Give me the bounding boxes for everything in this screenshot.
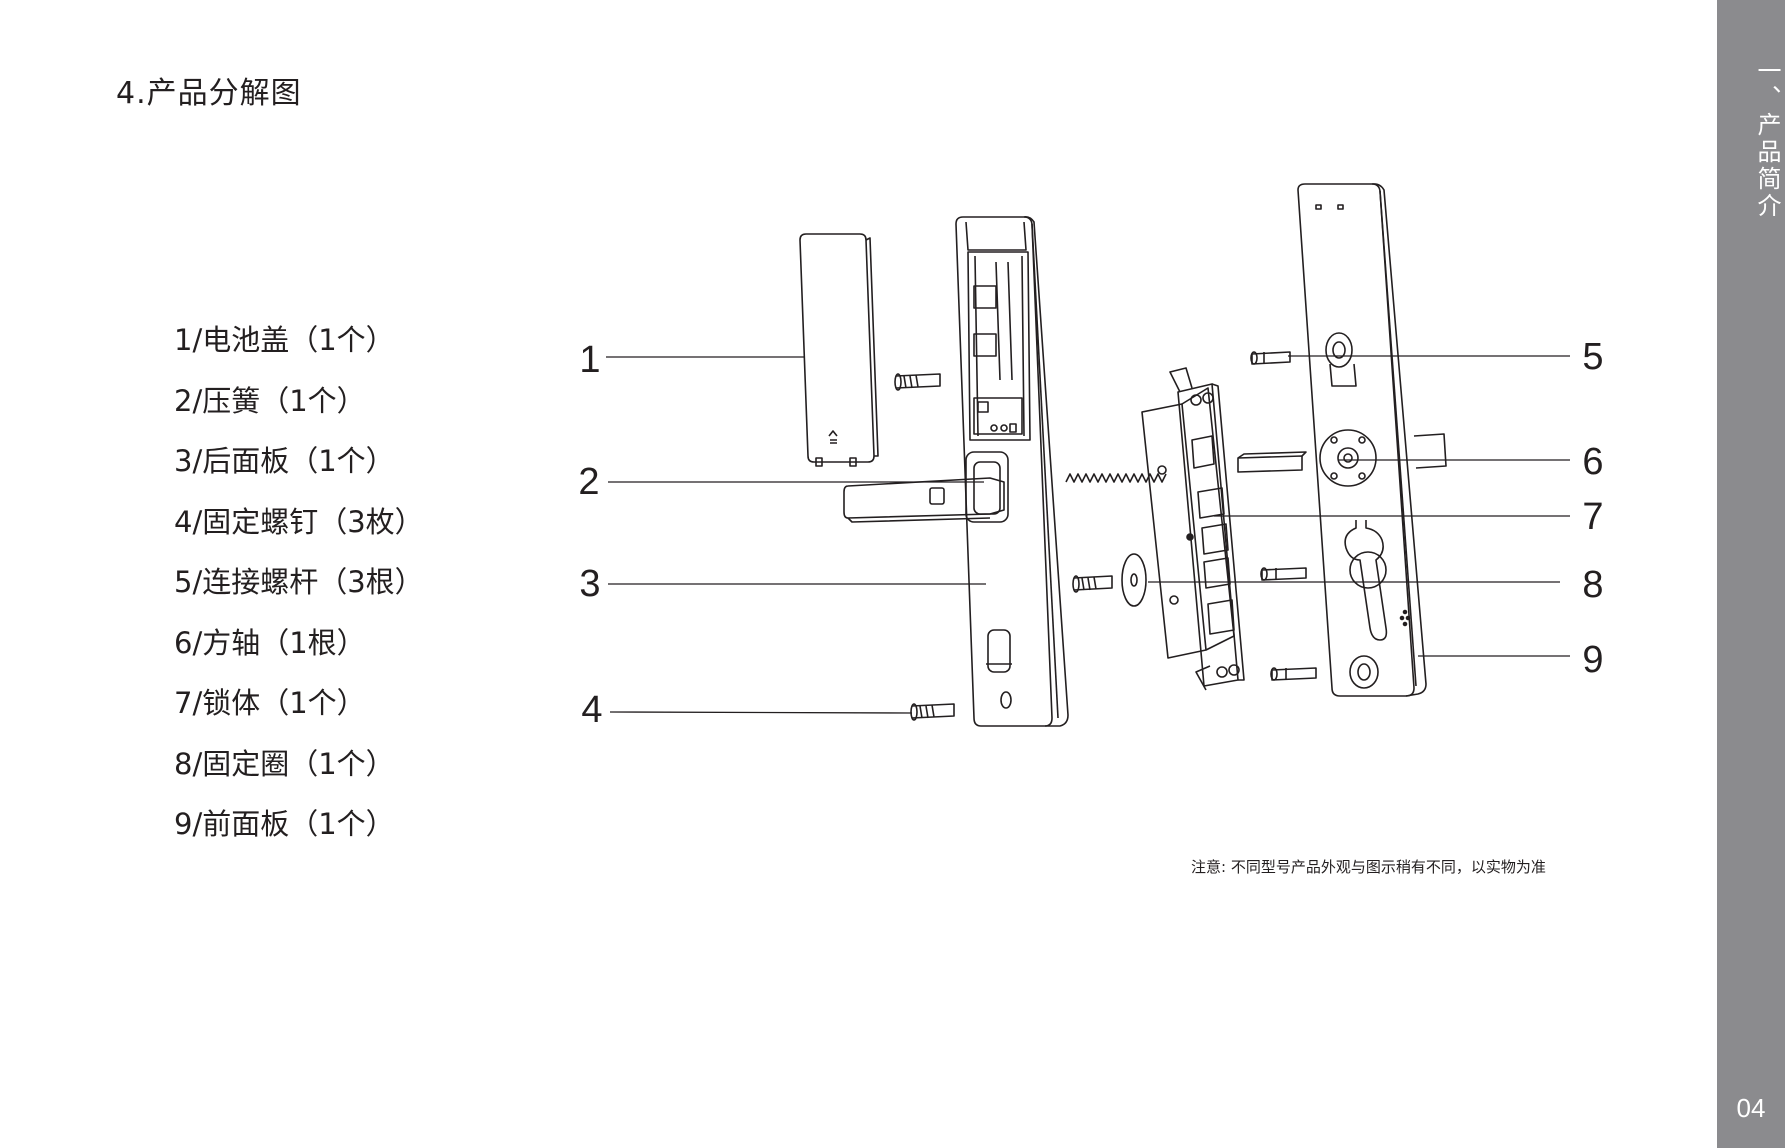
front-panel-drawing	[1297, 183, 1447, 697]
callout-7: 7	[1582, 496, 1603, 538]
part-item-4: 4/固定螺钉（3枚）	[174, 504, 424, 539]
callout-numbers: 1 2 3 4 5 6 7 8 9	[578, 336, 1603, 731]
callout-3: 3	[579, 563, 600, 605]
parts-list: 1/电池盖（1个） 2/压簧（1个） 3/后面板（1个） 4/固定螺钉（3枚） …	[174, 320, 424, 865]
callout-4: 4	[581, 689, 602, 731]
chapter-label: 一、产品简介	[1753, 58, 1781, 220]
part-item-7: 7/锁体（1个）	[174, 686, 366, 720]
lock-body-drawing	[1141, 367, 1245, 691]
callout-8: 8	[1582, 564, 1603, 606]
battery-cover-drawing	[799, 233, 879, 467]
part-item-6: 6/方轴（1根）	[174, 625, 366, 660]
appearance-note: 注意: 不同型号产品外观与图示稍有不同，以实物为准	[1191, 858, 1546, 876]
rear-panel-drawing	[843, 216, 1167, 727]
part-item-9: 9/前面板（1个）	[174, 807, 395, 841]
part-item-8: 8/固定圈（1个）	[174, 746, 395, 781]
leader-lines	[606, 355, 1570, 714]
callout-2: 2	[578, 461, 599, 503]
part-item-2: 2/压簧（1个）	[174, 383, 366, 418]
callout-6: 6	[1582, 441, 1603, 483]
part-item-3: 3/后面板（1个）	[174, 444, 395, 478]
callout-9: 9	[1582, 639, 1603, 681]
spindle-and-rods-drawing	[1237, 351, 1317, 681]
exploded-diagram: 1 2 3 4 5 6 7 8 9	[578, 183, 1604, 731]
chapter-sidebar: 一、产品简介 04	[1717, 0, 1785, 1148]
fixing-ring-drawing	[1121, 553, 1147, 607]
page-number: 04	[1736, 1093, 1766, 1123]
section-title: 4.产品分解图	[116, 76, 302, 111]
callout-1: 1	[579, 339, 600, 381]
part-item-1: 1/电池盖（1个）	[174, 323, 395, 357]
callout-5: 5	[1582, 336, 1603, 378]
fixing-screws-drawing	[894, 373, 1113, 721]
part-item-5: 5/连接螺杆（3根）	[174, 565, 424, 599]
